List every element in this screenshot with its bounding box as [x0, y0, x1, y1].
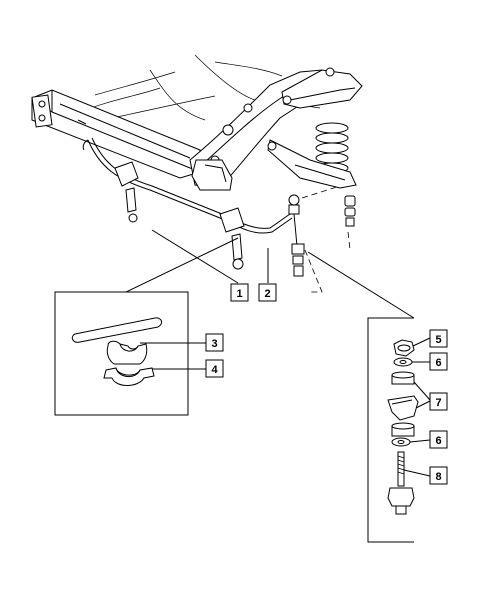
svg-text:5: 5	[435, 334, 441, 346]
bushing-detail-parts	[71, 317, 163, 386]
leader-7a	[413, 381, 431, 401]
callout-7[interactable]: 7	[429, 392, 448, 411]
detail-leader-bushing	[125, 237, 239, 293]
svg-text:2: 2	[264, 288, 270, 300]
bushing-detail-frame	[54, 291, 189, 416]
callout-5[interactable]: 5	[429, 329, 448, 348]
frame-assembly-illustration	[31, 54, 363, 293]
callout-8[interactable]: 8	[429, 466, 448, 485]
svg-text:6: 6	[435, 357, 441, 369]
callout-6-lower[interactable]: 6	[429, 430, 448, 449]
callout-1[interactable]: 1	[230, 283, 249, 302]
link-detail-parts	[387, 339, 419, 515]
svg-text:8: 8	[435, 471, 441, 483]
svg-text:6: 6	[435, 435, 441, 447]
callout-4[interactable]: 4	[205, 359, 224, 378]
detail-leader-link	[307, 251, 415, 319]
callout-2[interactable]: 2	[258, 283, 277, 302]
leader-5	[412, 337, 431, 347]
link-detail-bracket	[367, 317, 414, 543]
svg-text:1: 1	[236, 288, 242, 300]
leader-8	[403, 469, 431, 477]
leader-1	[151, 229, 239, 284]
leader-6b	[409, 439, 431, 443]
svg-text:4: 4	[211, 364, 218, 376]
callout-3[interactable]: 3	[205, 333, 224, 352]
svg-text:3: 3	[211, 338, 217, 350]
callout-6-upper[interactable]: 6	[429, 352, 448, 371]
svg-text:7: 7	[435, 397, 441, 409]
leader-7b	[415, 400, 431, 409]
